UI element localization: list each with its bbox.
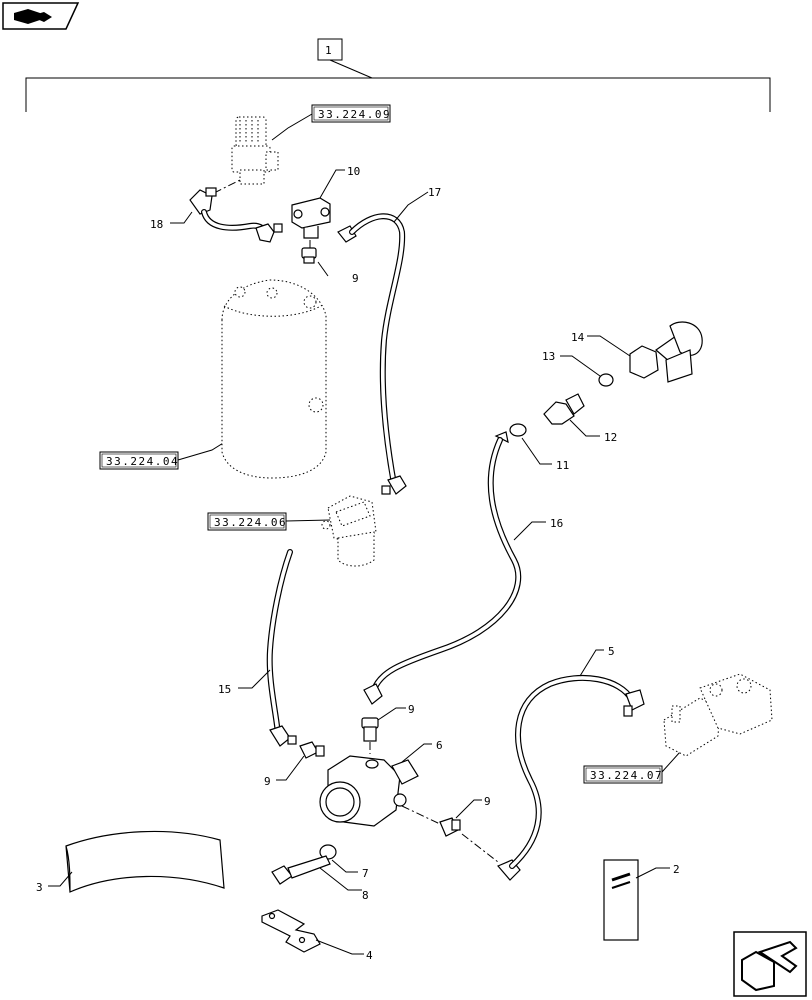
callout-8[interactable]: 8	[362, 889, 369, 902]
tee-fitting	[291, 197, 331, 239]
decal-2	[603, 859, 639, 941]
callout-7[interactable]: 7	[362, 867, 369, 880]
hose-17	[337, 213, 407, 495]
callout-14[interactable]: 14	[571, 331, 585, 344]
pressure-switch-14	[629, 321, 703, 383]
plug-9c	[361, 717, 379, 742]
callout-13[interactable]: 13	[542, 350, 555, 363]
callout-9c[interactable]: 9	[264, 775, 271, 788]
cover-pad-3	[65, 830, 225, 893]
callout-3[interactable]: 3	[36, 881, 43, 894]
reference-label-4: 33.224.07	[590, 769, 663, 782]
reference-label-2: 33.224.04	[106, 455, 179, 468]
callout-17[interactable]: 17	[428, 186, 441, 199]
elbow-fitting-18	[189, 187, 217, 215]
next-page-icon	[741, 940, 798, 992]
plug-9b	[299, 741, 325, 759]
pressure-sensor-12	[543, 393, 585, 425]
prev-page-icon	[14, 9, 52, 24]
filter-regulator	[231, 116, 279, 185]
reference-box-3[interactable]: 33.224.06	[207, 512, 287, 531]
unloader-valve	[319, 755, 419, 827]
seal-ring-11	[509, 423, 527, 437]
hose-15	[266, 549, 297, 747]
callout-16[interactable]: 16	[550, 517, 563, 530]
callout-5[interactable]: 5	[608, 645, 615, 658]
elbow-fitting-18b	[255, 223, 283, 243]
callout-4[interactable]: 4	[366, 949, 373, 962]
bracket-4	[261, 909, 321, 953]
reference-label-3: 33.224.06	[214, 516, 287, 529]
callout-11[interactable]: 11	[556, 459, 569, 472]
callout-9a[interactable]: 9	[352, 272, 359, 285]
assembly-label: 1	[325, 44, 332, 57]
plug-9a	[301, 247, 317, 264]
reference-box-4[interactable]: 33.224.07	[583, 765, 663, 784]
hose-5	[497, 675, 645, 881]
callout-9d[interactable]: 9	[484, 795, 491, 808]
protection-valve	[321, 495, 377, 567]
leader-lines	[48, 169, 670, 955]
bolt-8	[271, 855, 331, 885]
callout-10[interactable]: 10	[347, 165, 360, 178]
reference-label-1: 33.224.09	[318, 108, 391, 121]
callout-18[interactable]: 18	[150, 218, 163, 231]
plug-9d	[439, 817, 461, 837]
prev-page-button[interactable]	[2, 2, 80, 30]
reference-box-2[interactable]: 33.224.04	[99, 451, 179, 470]
callout-15[interactable]: 15	[218, 683, 231, 696]
callout-2[interactable]: 2	[673, 863, 680, 876]
washer-13	[598, 373, 614, 387]
callout-12[interactable]: 12	[604, 431, 617, 444]
hose-16	[363, 431, 522, 705]
air-tank	[221, 279, 327, 479]
reference-box-1[interactable]: 33.224.09	[311, 104, 391, 123]
next-page-button[interactable]	[733, 931, 807, 997]
callout-9b[interactable]: 9	[408, 703, 415, 716]
brake-valve	[663, 673, 773, 757]
callout-6[interactable]: 6	[436, 739, 443, 752]
assembly-bracket	[25, 38, 771, 112]
